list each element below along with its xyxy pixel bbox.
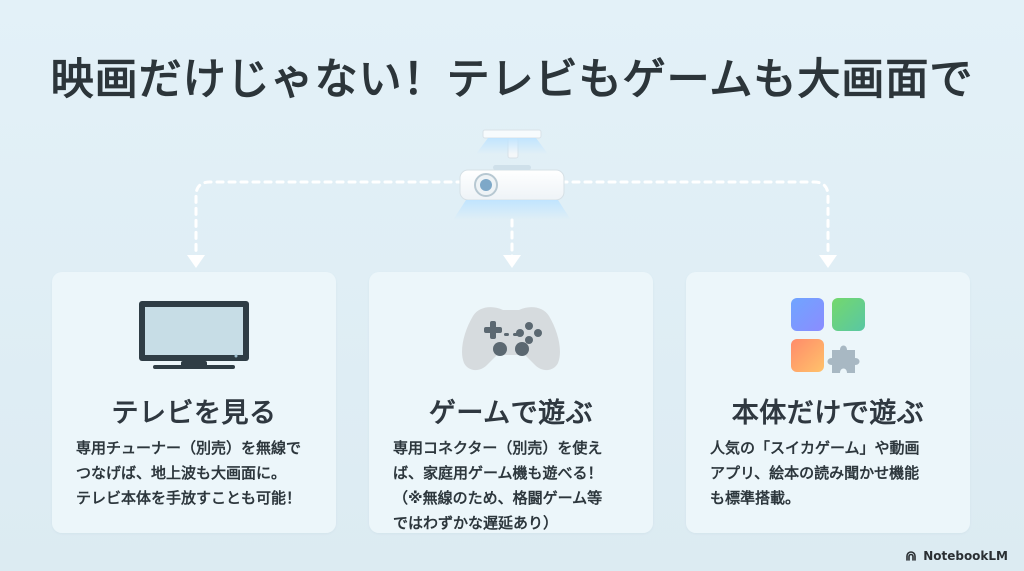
- card-body: 専用チューナー（別売）を無線で つなげば、地上波も大画面に。 テレビ本体を手放す…: [76, 436, 312, 511]
- card-body-line: ではわずかな遅延あり）: [393, 514, 559, 532]
- card-title: 本体だけで遊ぶ: [731, 398, 925, 429]
- card-icon: [52, 290, 336, 380]
- card-body-line: アプリ、絵本の読み聞かせ機能: [710, 464, 920, 482]
- brand-badge: NotebookLM: [905, 549, 1008, 563]
- card-body-line: も標準搭載。: [710, 489, 801, 507]
- page-title: 映画だけじゃない！テレビもゲームも大画面で: [50, 55, 974, 105]
- card-body-line: （※無線のため、格闘ゲーム等: [393, 489, 603, 507]
- card-body-line: つなげば、地上波も大画面に。: [76, 464, 287, 482]
- card-body-line: 人気の「スイカゲーム」や動画: [710, 439, 920, 457]
- game-controller-icon: [462, 307, 560, 371]
- card-icon: [369, 290, 653, 380]
- card-icon: [686, 290, 970, 380]
- card-body-line: 専用コネクター（別売）を使え: [393, 439, 603, 457]
- projector-icon: [453, 129, 571, 220]
- apps-icon: [791, 298, 865, 373]
- card-play-games: ゲームで遊ぶ 専用コネクター（別売）を使え ば、家庭用ゲーム機も遊べる！ （※無…: [369, 272, 653, 533]
- card-built-in-play: 本体だけで遊ぶ 人気の「スイカゲーム」や動画 アプリ、絵本の読み聞かせ機能 も標…: [686, 272, 970, 533]
- card-body-line: 専用チューナー（別売）を無線で: [76, 439, 302, 457]
- card-title: テレビを見る: [111, 398, 277, 429]
- card-body-line: テレビ本体を手放すことも可能！: [76, 489, 302, 507]
- brand-label: NotebookLM: [923, 549, 1008, 563]
- card-watch-tv: テレビを見る 専用チューナー（別売）を無線で つなげば、地上波も大画面に。 テレ…: [52, 272, 336, 533]
- card-body: 専用コネクター（別売）を使え ば、家庭用ゲーム機も遊べる！ （※無線のため、格闘…: [393, 436, 629, 536]
- tv-icon: [139, 301, 249, 369]
- card-title: ゲームで遊ぶ: [428, 398, 594, 429]
- card-body: 人気の「スイカゲーム」や動画 アプリ、絵本の読み聞かせ機能 も標準搭載。: [710, 436, 946, 511]
- notebooklm-logo-icon: [906, 551, 916, 561]
- card-body-line: ば、家庭用ゲーム機も遊べる！: [393, 464, 603, 482]
